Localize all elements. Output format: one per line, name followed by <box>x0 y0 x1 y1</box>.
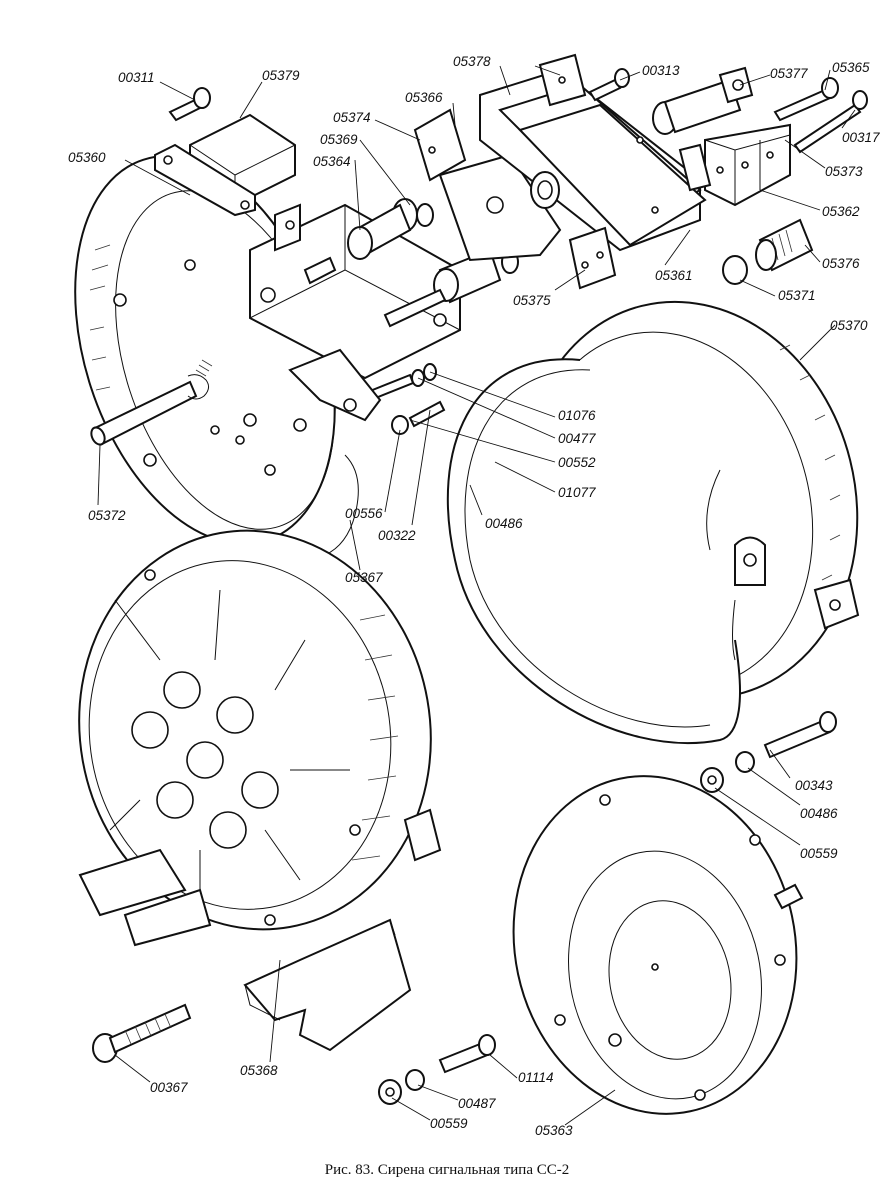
label-00343: 00343 <box>795 778 833 793</box>
part-labels: 00311 05379 05378 00313 05377 05365 0536… <box>68 54 880 1138</box>
label-00552: 00552 <box>558 455 596 470</box>
label-05362: 05362 <box>822 204 860 219</box>
label-05378: 05378 <box>453 54 491 69</box>
label-05364: 05364 <box>313 154 351 169</box>
label-00367: 00367 <box>150 1080 188 1095</box>
bushing <box>722 218 814 285</box>
label-05368: 05368 <box>240 1063 278 1078</box>
screw-05365 <box>773 77 839 122</box>
seal-ring <box>446 358 741 745</box>
shaft <box>90 359 213 446</box>
label-01076: 01076 <box>558 408 596 423</box>
bracket-assembly <box>249 203 461 380</box>
label-00313: 00313 <box>642 63 680 78</box>
insulator-plates <box>479 53 707 252</box>
label-00486-b: 00486 <box>800 806 838 821</box>
front-cover <box>78 529 442 931</box>
label-05370: 05370 <box>830 318 868 333</box>
brush-holder <box>154 113 296 217</box>
label-00477: 00477 <box>558 431 596 446</box>
screw-00311 <box>168 87 211 122</box>
label-05373: 05373 <box>825 164 863 179</box>
label-00487: 00487 <box>458 1096 496 1111</box>
label-01114: 01114 <box>518 1070 554 1085</box>
label-05366: 05366 <box>405 90 443 105</box>
back-plate <box>512 775 804 1115</box>
label-00559-b: 00559 <box>430 1116 468 1131</box>
label-05372: 05372 <box>88 508 126 523</box>
label-05360: 05360 <box>68 150 106 165</box>
screw-00343-set <box>700 711 837 793</box>
mounting-base <box>78 848 412 1052</box>
label-05379: 05379 <box>262 68 300 83</box>
figure-caption: Рис. 83. Сирена сигнальная типа СС-2 <box>324 1162 570 1178</box>
label-05374: 05374 <box>333 110 371 125</box>
terminal-plate <box>413 108 562 262</box>
label-05377: 05377 <box>770 66 808 81</box>
label-00486-a: 00486 <box>485 516 523 531</box>
leader-lines <box>97 65 856 1126</box>
screw-00367 <box>92 1003 192 1063</box>
label-05371: 05371 <box>778 288 816 303</box>
label-05365: 05365 <box>832 60 870 75</box>
label-00322: 00322 <box>378 528 416 543</box>
label-01077: 01077 <box>558 485 596 500</box>
label-00556: 00556 <box>345 506 383 521</box>
label-05367: 05367 <box>345 570 383 585</box>
label-05376: 05376 <box>822 256 860 271</box>
terminal-block <box>678 123 791 207</box>
label-05375: 05375 <box>513 293 551 308</box>
label-05361: 05361 <box>655 268 693 283</box>
label-00559-a: 00559 <box>800 846 838 861</box>
rotor-arm <box>288 348 382 556</box>
label-00317: 00317 <box>842 130 880 145</box>
label-05369: 05369 <box>320 132 358 147</box>
label-05363: 05363 <box>535 1123 573 1138</box>
terminal-bolt <box>652 66 754 135</box>
screw-00313 <box>588 68 630 102</box>
screw-01114-set <box>378 1034 496 1105</box>
label-00311: 00311 <box>118 70 155 85</box>
